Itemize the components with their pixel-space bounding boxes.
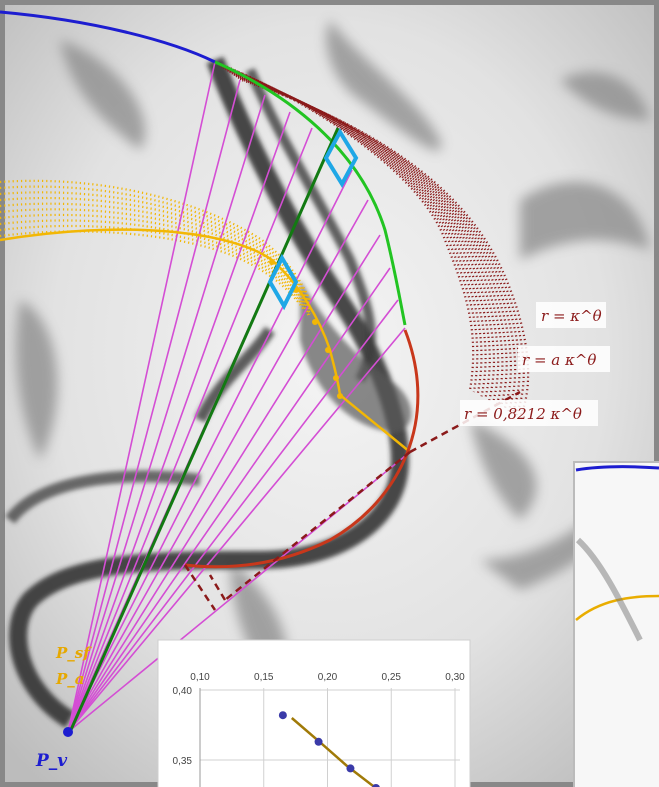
radial-line: [67, 199, 369, 733]
label-p-v: P_v: [35, 751, 68, 771]
radial-line: [67, 127, 313, 733]
gold-dotted-arc: [0, 202, 311, 308]
red-inner-curve: [184, 329, 420, 569]
x-tick-label: 0,10: [190, 672, 210, 683]
chart-points: [278, 711, 380, 787]
radial-line: [67, 169, 353, 733]
radial-line: [67, 299, 399, 733]
label-p-a: P_a: [55, 670, 85, 688]
green-spiral-curve: [214, 60, 407, 326]
red-dotted-arc: [233, 73, 512, 410]
label-p-sf: P_sf: [55, 644, 92, 662]
radial-lines: [67, 61, 411, 733]
radial-line: [67, 327, 406, 733]
y-tick-label: 0,40: [173, 686, 193, 697]
chart-tick-labels: 0,10 0,15 0,20 0,25 0,30 0,40 0,35: [173, 672, 466, 767]
radial-line: [67, 61, 216, 733]
data-point: [314, 737, 323, 746]
red-spiral-arcs: [214, 60, 530, 418]
eq-r-kappa-theta: r = κ^θ: [541, 307, 602, 325]
cyan-diamond-lower: [267, 253, 299, 311]
red-dotted-arc: [241, 79, 530, 418]
fit-line: [290, 717, 378, 787]
data-point: [346, 764, 355, 773]
dark-green-line: [68, 127, 340, 733]
radial-line: [67, 79, 241, 733]
eq-r-a-kappa-theta: r = a κ^θ: [522, 351, 596, 369]
gold-inner-path: [0, 228, 411, 453]
eq-r-08212-kappa-theta: r = 0,8212 κ^θ: [464, 405, 582, 423]
x-tick-label: 0,25: [382, 672, 402, 683]
origin-point: [63, 727, 73, 737]
equation-labels: r = κ^θ r = a κ^θ r = 0,8212 κ^θ: [460, 302, 610, 426]
x-tick-label: 0,20: [318, 672, 338, 683]
gold-dotted-arc: [0, 219, 311, 314]
chart-background: [157, 639, 471, 787]
x-tick-label: 0,15: [254, 672, 274, 683]
radial-line: [67, 94, 266, 733]
y-tick-label: 0,35: [173, 756, 193, 767]
right-inset-panel: [573, 461, 659, 787]
chart-grid: [199, 688, 460, 787]
blue-outer-curve: [0, 10, 216, 64]
red-dotted-arc: [214, 60, 475, 391]
radial-line: [67, 267, 391, 733]
data-point: [372, 784, 380, 787]
cyan-diamond-upper: [323, 127, 359, 189]
x-tick-label: 0,30: [445, 672, 465, 683]
data-point: [278, 711, 287, 720]
blurred-cells: [16, 20, 650, 700]
red-dotted-arc: [237, 76, 521, 414]
scatter-chart-inset: 0,10 0,15 0,20 0,25 0,30 0,40 0,35: [157, 639, 471, 787]
radial-line: [67, 111, 291, 733]
radial-line: [67, 234, 381, 733]
